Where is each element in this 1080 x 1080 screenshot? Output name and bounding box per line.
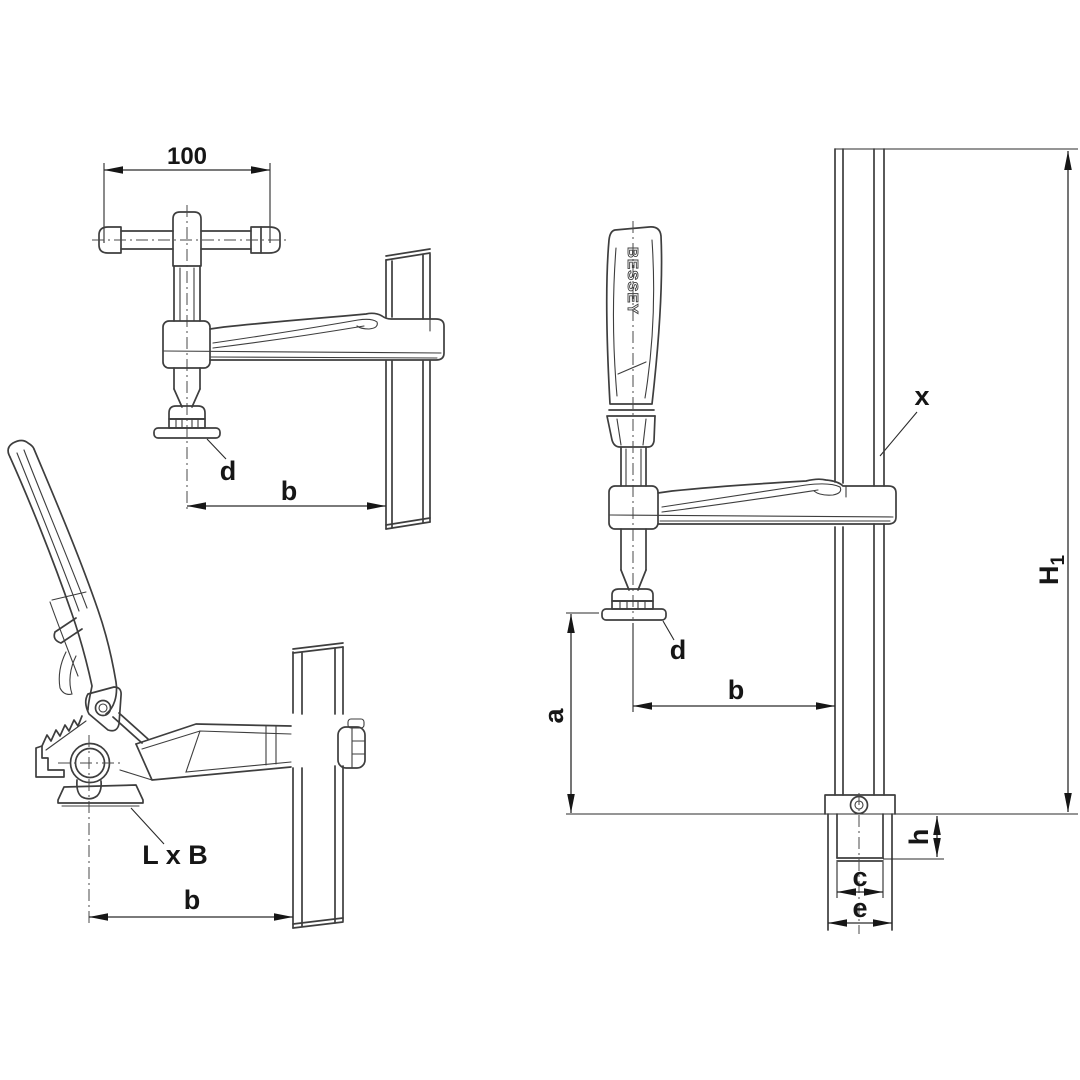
pivot-plate <box>84 686 149 744</box>
insert-outer-width-label: e <box>852 893 867 923</box>
dim-reach-b: b <box>632 623 835 712</box>
t-bar-handle <box>92 211 288 267</box>
pad-label: d <box>220 456 237 486</box>
pad-label: d <box>670 635 687 665</box>
dim-insert-outer-e: e <box>828 893 892 927</box>
reach-label: b <box>281 476 298 506</box>
dim-clearance-a: a <box>539 612 599 813</box>
pressure-pad <box>601 528 667 621</box>
dim-insert-depth-h: h <box>904 816 941 857</box>
rail-height-subscript: 1 <box>1048 555 1069 566</box>
pawl-spring <box>58 651 77 695</box>
lever-clamp-view: L x B b <box>7 439 366 929</box>
table-insert-foot <box>824 793 944 934</box>
dim-reach-b: b <box>89 885 293 921</box>
reach-label: b <box>184 885 201 915</box>
dim-rail-height-h1: H1 <box>1034 151 1072 812</box>
rail <box>385 248 431 530</box>
t-handle-clamp-view: 100 <box>92 143 445 530</box>
clearance-label: a <box>539 708 569 724</box>
label-pad-d: d <box>662 620 687 665</box>
lever-handle <box>7 439 118 715</box>
dim-reach-b: b <box>187 476 386 510</box>
clamp-arm <box>609 478 897 525</box>
bessey-handle: BESSEY <box>605 226 663 448</box>
ratchet-teeth <box>35 715 87 778</box>
slide-block <box>608 485 659 530</box>
label-pad-d: d <box>206 438 237 486</box>
base-plate-label: L x B <box>142 840 208 870</box>
base-plate <box>57 784 144 807</box>
rail-label: x <box>914 381 929 411</box>
dim-insert-inner-c: c <box>836 862 884 898</box>
rail-height-label: H1 <box>1034 555 1069 586</box>
label-rail-x: x <box>879 381 930 457</box>
pressure-pad <box>153 367 221 439</box>
lever-arm <box>119 723 292 781</box>
reach-label: b <box>728 675 745 705</box>
rail-height-letter: H <box>1034 566 1064 586</box>
spindle <box>173 265 201 322</box>
slide-block <box>162 320 211 369</box>
handle-width-value: 100 <box>167 143 207 170</box>
insert-depth-label: h <box>904 829 934 846</box>
rail <box>292 642 344 929</box>
spindle-boss <box>69 742 111 800</box>
label-base-lxb: L x B <box>130 807 208 870</box>
rail <box>834 148 885 796</box>
dim-handle-width: 100 <box>103 143 271 243</box>
rail-hook <box>337 718 366 769</box>
clamp-arm <box>163 312 445 361</box>
spindle <box>620 446 647 487</box>
main-clamp-view: BESSEY x <box>539 148 1078 934</box>
insert-inner-width-label: c <box>852 862 867 892</box>
